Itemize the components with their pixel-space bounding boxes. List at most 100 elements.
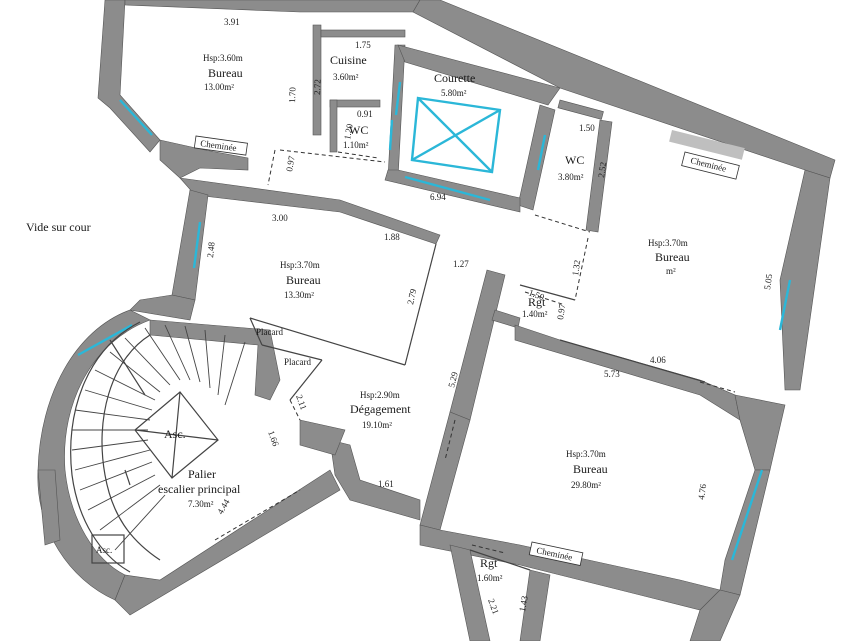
dim-1-20: 1.20 xyxy=(342,123,355,141)
window-bureau-middle xyxy=(192,221,202,269)
cheminee-right-shading xyxy=(669,130,745,160)
elevator-main-line-2 xyxy=(134,429,219,441)
bureau-top-name: Bureau xyxy=(208,66,243,80)
asc-main-label: Asc. xyxy=(164,427,186,441)
dim-5-05: 5.05 xyxy=(762,273,774,290)
dim-0-97-a: 0.97 xyxy=(284,155,297,173)
partition-placard-2 xyxy=(261,344,323,361)
bureau-top-hsp: Hsp:3.60m xyxy=(203,53,243,63)
window-courette-right xyxy=(536,134,547,171)
dim-1-27: 1.27 xyxy=(453,259,469,269)
dim-1-43: 1.43 xyxy=(517,595,530,613)
partition-placard-3 xyxy=(289,359,323,401)
window-cuisine xyxy=(394,81,402,116)
door-wc-right xyxy=(534,214,591,233)
wall-courette-top xyxy=(397,44,561,106)
window-courette-bottom xyxy=(404,175,491,202)
dim-3-91: 3.91 xyxy=(224,17,240,27)
partition-bureau-middle-bottom xyxy=(249,317,406,366)
cheminee-bottom-box xyxy=(528,541,584,567)
wall-central-column xyxy=(449,269,506,421)
bureau-middle-hsp: Hsp:3.70m xyxy=(280,260,320,270)
window-bureau-top xyxy=(119,99,153,136)
palier-name: Palier xyxy=(188,467,216,481)
wall-rgt-bottom-left xyxy=(449,544,491,641)
door-palier-bottom xyxy=(214,489,301,541)
windows xyxy=(77,81,792,561)
window-bureau-right xyxy=(778,279,792,331)
door-hall-left xyxy=(267,149,276,186)
wall-left-small xyxy=(37,469,61,546)
bureau-big-area: 29.80m² xyxy=(571,480,601,490)
bureau-right-hsp: Hsp:3.70m xyxy=(648,238,688,248)
dim-1-88: 1.88 xyxy=(384,232,400,242)
wall-staircase-outer xyxy=(37,309,151,601)
wall-top-right-outer xyxy=(412,0,836,179)
placard-1-label: Placard xyxy=(256,327,283,337)
cheminee-top-box xyxy=(193,135,248,156)
cuisine-name: Cuisine xyxy=(330,53,367,67)
door-top-bureau xyxy=(279,149,386,163)
degagement-area: 19.10m² xyxy=(362,420,392,430)
door-rgt-middle xyxy=(524,291,566,306)
wall-top-left-outer xyxy=(97,0,161,153)
wc-small-name: WC xyxy=(349,123,368,137)
bureau-right-area: m² xyxy=(666,266,676,276)
bureau-big-name: Bureau xyxy=(573,462,608,476)
dim-0-91: 0.91 xyxy=(357,109,373,119)
stair-arrow-line-2 xyxy=(124,469,131,486)
wall-right-outer xyxy=(779,169,831,391)
dim-1-75: 1.75 xyxy=(355,40,371,50)
wall-bureau-big-left xyxy=(419,411,471,531)
dim-2-21: 2.21 xyxy=(486,597,501,615)
window-courette-left xyxy=(388,119,394,151)
partition-bureau-right-bottom xyxy=(559,339,706,383)
wall-bureau-top-bottom xyxy=(159,139,249,179)
dim-2-48: 2.48 xyxy=(205,241,217,258)
wc-right-area: 3.80m² xyxy=(558,172,584,182)
palier-area: 7.30m² xyxy=(188,499,214,509)
wall-bottom-right-outer xyxy=(689,589,741,641)
dim-1-70: 1.70 xyxy=(287,86,298,103)
dim-0-97-b: 0.97 xyxy=(555,303,567,320)
bureau-big-hsp: Hsp:3.70m xyxy=(566,449,606,459)
wall-bureau-big-top xyxy=(514,324,741,421)
dim-1-61: 1.61 xyxy=(378,479,394,489)
dim-2-79: 2.79 xyxy=(405,287,418,305)
skylight-diagonal-2 xyxy=(411,108,501,162)
dim-2-52: 2.52 xyxy=(596,161,608,178)
wall-bureau-big-right xyxy=(734,394,786,471)
asc-small-label: Asc. xyxy=(96,545,112,555)
wall-bureau-middle-left xyxy=(171,189,209,301)
degagement-name: Dégagement xyxy=(350,402,411,416)
wall-bottom-left xyxy=(114,469,341,616)
bureau-middle-name: Bureau xyxy=(286,273,321,287)
dim-4-44: 4.44 xyxy=(215,497,232,516)
partition-rgt-middle xyxy=(519,284,576,301)
wall-top-outer xyxy=(124,0,421,13)
rgt-bottom-area: 1.60m² xyxy=(477,573,503,583)
walls xyxy=(37,0,836,641)
dim-1-66: 1.66 xyxy=(266,429,281,448)
degagement-hsp: Hsp:2.90m xyxy=(360,390,400,400)
dim-4-06: 4.06 xyxy=(650,355,666,365)
dim-3-00: 3.00 xyxy=(272,213,288,223)
wall-degagement-bottom xyxy=(329,439,421,521)
partition-bureau-middle-right xyxy=(404,243,437,366)
dim-2-72: 2.72 xyxy=(312,79,323,95)
door-rgt-bottom xyxy=(471,544,506,554)
cuisine-area: 3.60m² xyxy=(333,72,359,82)
dim-2-11: 2.11 xyxy=(294,393,309,411)
cheminee-right-box xyxy=(681,151,740,180)
wall-bureau-middle-top xyxy=(179,177,441,245)
wall-rgt-bottom-right xyxy=(519,569,551,641)
wall-courette-right xyxy=(517,104,556,211)
dim-1-32: 1.32 xyxy=(570,259,582,276)
partition-placard xyxy=(249,317,263,346)
dim-6-94: 6.94 xyxy=(430,192,446,202)
partition-rgt-bottom xyxy=(469,549,531,571)
door-palier xyxy=(289,399,301,421)
wall-staircase-core xyxy=(149,319,281,401)
wall-wc-right-top xyxy=(557,99,604,120)
